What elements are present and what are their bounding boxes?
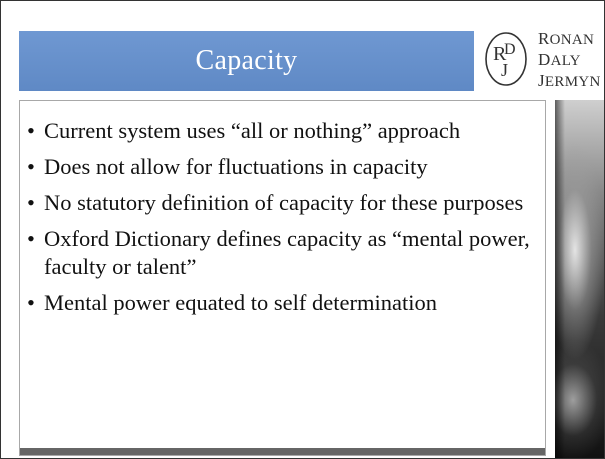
title-bar: Capacity — [19, 31, 474, 91]
logo-word-1: RONAN — [538, 29, 595, 48]
bullet-dot-icon: • — [27, 290, 35, 315]
bullet-item: • Current system uses “all or nothing” a… — [20, 117, 545, 145]
bullet-dot-icon: • — [27, 154, 35, 179]
slide-title: Capacity — [195, 45, 298, 76]
logo-word-2: DALY — [538, 50, 581, 69]
svg-text:D: D — [504, 41, 516, 58]
logo-word-3: JERMYN — [538, 71, 601, 90]
bullet-text: Oxford Dictionary defines capacity as “m… — [44, 226, 530, 279]
bullet-dot-icon: • — [27, 190, 35, 215]
bullet-text: Current system uses “all or nothing” app… — [44, 118, 461, 143]
svg-text:R: R — [493, 43, 507, 65]
bullet-dot-icon: • — [27, 226, 35, 251]
bullet-item: • Does not allow for fluctuations in cap… — [20, 153, 545, 181]
photo-shadow — [555, 100, 565, 458]
content-box: • Current system uses “all or nothing” a… — [19, 100, 546, 456]
bullet-item: • Mental power equated to self determina… — [20, 289, 545, 317]
bullet-dot-icon: • — [27, 118, 35, 143]
bottom-bar — [20, 448, 545, 455]
bullet-item: • Oxford Dictionary defines capacity as … — [20, 225, 545, 281]
bullet-text: Mental power equated to self determinati… — [44, 290, 437, 315]
logo-wordmark: RONAN DALY JERMYN — [538, 29, 601, 92]
office-photo — [555, 100, 604, 458]
company-logo: R D J RONAN DALY JERMYN — [484, 28, 604, 92]
svg-text:J: J — [501, 60, 508, 80]
bullet-item: • No statutory definition of capacity fo… — [20, 189, 545, 217]
bullet-text: Does not allow for fluctuations in capac… — [44, 154, 428, 179]
bullet-list: • Current system uses “all or nothing” a… — [20, 101, 545, 317]
bullet-text: No statutory definition of capacity for … — [44, 190, 524, 215]
rdj-monogram-icon: R D J — [485, 32, 527, 86]
